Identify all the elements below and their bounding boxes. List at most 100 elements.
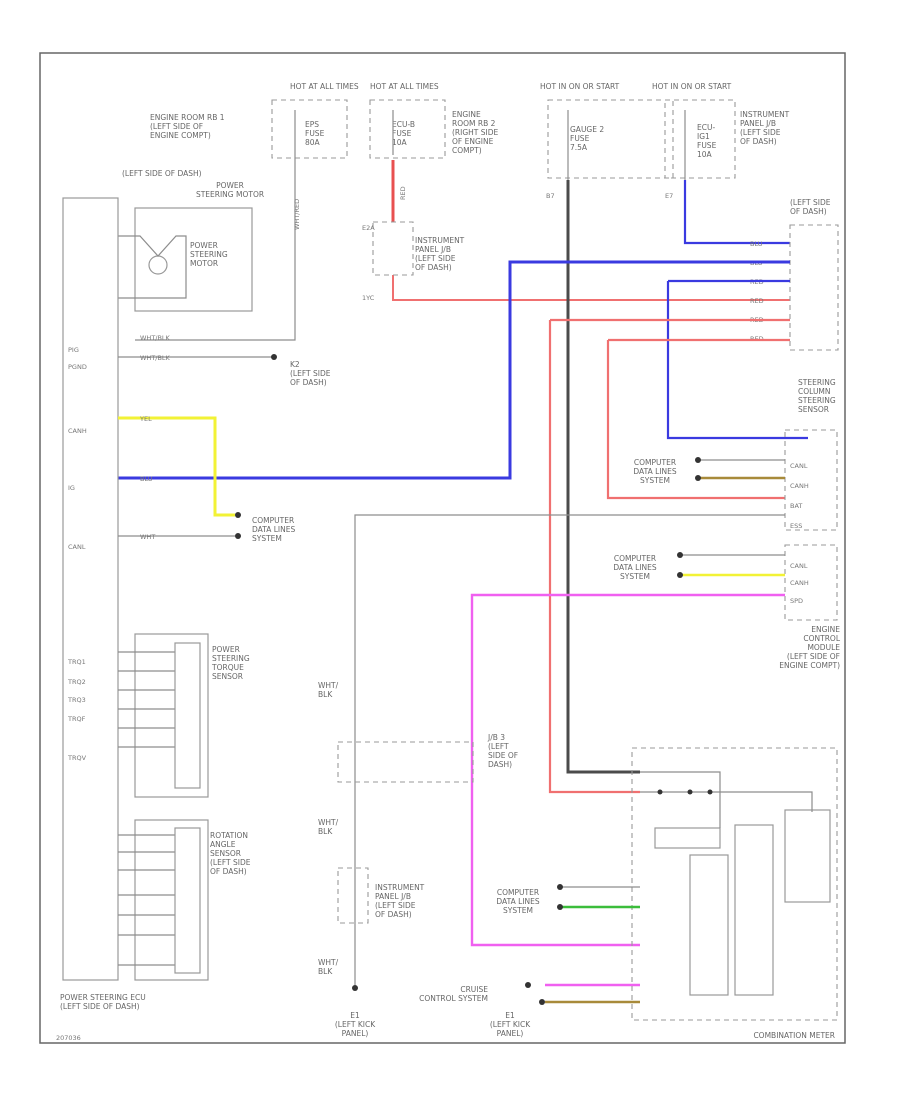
pin-b7: B7 [546, 192, 555, 200]
torque-sensor-wires [118, 651, 175, 748]
wire-label-wht-blk-vert: WHT/BLK [318, 681, 339, 699]
wire-label-wht-blk-2: WHT/BLK [140, 354, 171, 362]
meter-ign-box [654, 827, 721, 849]
meter-node-1 [657, 789, 663, 795]
ecm-pins: CANL CANH SPD [790, 562, 809, 605]
ecu-pin-canl: CANL [68, 543, 86, 551]
svg-text:BAT: BAT [790, 502, 802, 510]
cdl2-dot-a [695, 457, 701, 463]
meter-internal-wire-1 [640, 791, 813, 812]
ground-k2-dot [271, 354, 277, 360]
ipjb-mid-box [372, 221, 414, 276]
jb3-box [337, 741, 474, 783]
cdl1-dot-b [235, 533, 241, 539]
power-steering-ecu-label-text: POWER STEERING ECU(LEFT SIDE OF DASH) [60, 993, 146, 1011]
steering-sensor-box [784, 429, 838, 531]
meter-node-2 [687, 789, 693, 795]
rotation-angle-sensor-box [134, 819, 209, 981]
wire-label-red-1: RED [399, 186, 407, 200]
cdl3-dot-a [677, 552, 683, 558]
combination-meter-label: COMBINATION METER [753, 1031, 835, 1040]
ecu-pin-canh: CANH [68, 427, 87, 435]
ecu-pin-trq3: TRQ3 [67, 696, 86, 704]
power-steering-motor-box [134, 207, 253, 312]
meter-node-3 [707, 789, 713, 795]
steering-sensor-pins: CANL CANH BAT ESS [790, 462, 809, 530]
wire-red-meter [548, 320, 640, 794]
left-side-dash-top-label-text: (LEFT SIDE OF DASH) [122, 169, 202, 178]
wire-label-wht-blk-1: WHT/BLK [140, 334, 171, 342]
wire-red-ipjb-out [392, 275, 790, 301]
rotation-sensor-inner [174, 827, 201, 974]
wire-yel-canh [118, 416, 235, 517]
rotation-sensor-wires [118, 834, 175, 966]
ecu-pin-labels: PIG PGND CANH IG CANL TRQ1 TRQ2 TRQ3 TRQ… [67, 346, 87, 762]
cruise-dot-b [539, 999, 545, 1005]
pin-e7: E7 [665, 192, 673, 200]
wire-label-yel: YEL [139, 415, 152, 423]
diagram-frame [39, 52, 846, 1044]
torque-sensor-inner [174, 642, 201, 789]
ecu-ig1-fuse-box [664, 99, 736, 179]
wire-red-sensor-bat [606, 340, 785, 500]
meter-logic-box [734, 824, 774, 996]
wire-label-wht-blk-vert3-text: WHT/BLK [318, 958, 339, 976]
ecm-box [784, 544, 838, 621]
right-connector-pins: BLU BLU RED RED RED RED [750, 240, 764, 343]
ground-e1-dot [352, 985, 358, 991]
left-side-dash-top-label: (LEFT SIDE OF DASH) [122, 169, 202, 178]
cdl1-dot-a [235, 512, 241, 518]
power-steering-ecu-box [62, 197, 119, 981]
wire-label-wht: WHT [140, 533, 155, 541]
wire-eps-feed [135, 155, 296, 341]
wire-pink-spd [470, 593, 785, 947]
meter-driver-box [689, 854, 729, 996]
pin-e2a: E2A [362, 224, 375, 232]
wire-label-wht-blk-vert-text: WHT/BLK [318, 681, 339, 699]
wire-blue-ig1 [683, 180, 790, 245]
svg-text:CANL: CANL [790, 462, 808, 470]
combination-meter-box [631, 747, 838, 1021]
wire-ess-ground [354, 514, 785, 985]
wire-dark-gauge [566, 180, 640, 774]
ipjb-bottom-box [337, 867, 369, 924]
wire-blue-sensor [666, 281, 808, 440]
wire-blue-ig [118, 260, 790, 480]
wire-label-blu: BLU [140, 475, 153, 483]
hot-in-on-1-label: HOT IN ON OR START [540, 82, 620, 91]
